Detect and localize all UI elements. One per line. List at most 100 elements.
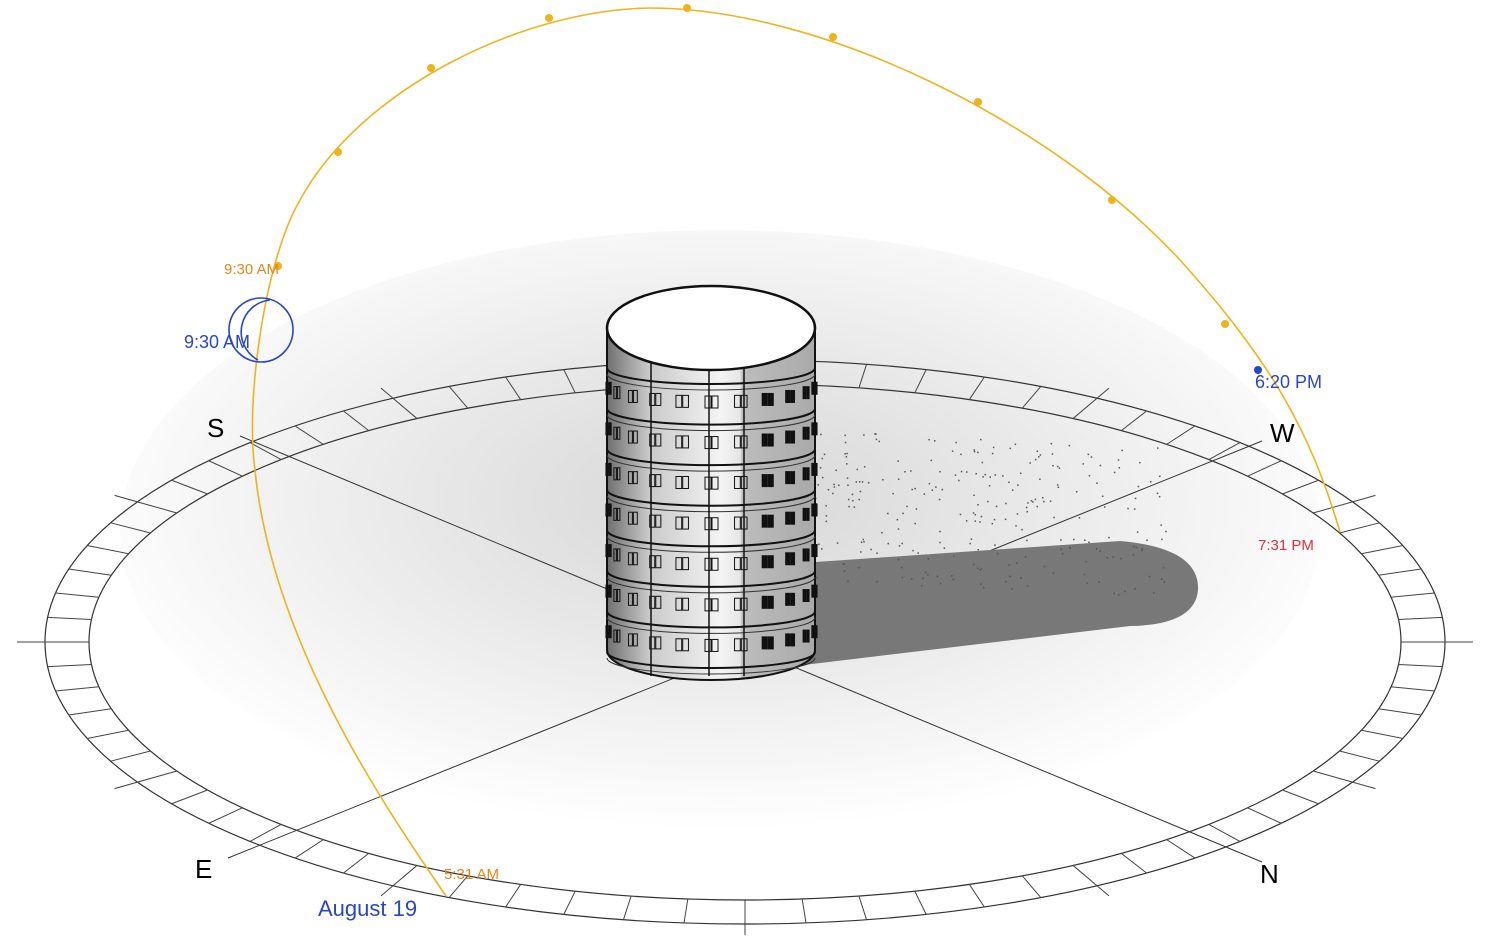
shadow-speckle <box>972 563 975 566</box>
shadow-speckle <box>1139 461 1141 464</box>
compass-tick <box>55 592 100 598</box>
shadow-speckle <box>1026 539 1028 542</box>
compass-north-label: N <box>1260 859 1279 889</box>
shadow-speckle <box>974 520 977 522</box>
window <box>790 511 796 525</box>
compass-tick <box>1282 789 1319 805</box>
window <box>802 507 807 521</box>
shadow-speckle <box>935 486 937 488</box>
shadow-speckle <box>952 578 955 581</box>
compass-tick <box>1166 839 1196 859</box>
window <box>616 507 621 521</box>
shadow-speckle <box>1137 485 1140 488</box>
shadow-speckle <box>901 576 904 579</box>
shadow-speckle <box>928 438 930 441</box>
window <box>675 516 683 530</box>
window <box>649 392 656 406</box>
window <box>814 381 818 395</box>
window <box>605 503 609 517</box>
shadow-speckle <box>1106 557 1109 559</box>
window <box>785 633 791 647</box>
shadow-speckle <box>858 498 860 501</box>
compass-tick <box>1208 823 1241 842</box>
shadow-speckle <box>955 441 957 444</box>
compass-tick <box>448 875 469 898</box>
compass-tick <box>1339 750 1380 762</box>
compass-tick <box>1361 545 1403 555</box>
window <box>711 557 719 571</box>
shadow-speckle <box>965 520 968 522</box>
compass-tick <box>1378 568 1422 576</box>
tower-floors <box>605 360 818 676</box>
window <box>767 514 774 528</box>
shadow-speckle <box>982 476 984 478</box>
window <box>802 467 807 481</box>
shadow-speckle <box>1148 575 1151 578</box>
shadow-speckle <box>951 450 954 452</box>
window <box>627 471 633 485</box>
compass-south-label: S <box>207 413 225 443</box>
shadow-speckle <box>875 438 878 441</box>
window <box>785 592 791 606</box>
shadow-speckle <box>936 575 939 578</box>
shadow-speckle <box>1005 580 1007 583</box>
floor-band-inner <box>606 373 816 391</box>
window <box>806 629 810 643</box>
window <box>616 386 621 400</box>
shadow-speckle <box>1016 562 1018 564</box>
shadow-speckle <box>992 446 995 449</box>
window <box>761 555 768 569</box>
shadow-speckle <box>1004 518 1007 521</box>
shadow-speckle <box>953 555 955 558</box>
window <box>675 638 683 652</box>
compass-tick <box>87 729 129 739</box>
shadow-speckle <box>1159 475 1161 478</box>
shadow-speckle <box>1015 525 1017 527</box>
shadow-speckle <box>984 473 986 476</box>
shadow-speckle <box>1160 524 1162 526</box>
shadow-speckle <box>930 459 933 462</box>
shadow-speckle <box>996 552 999 555</box>
window <box>711 517 719 531</box>
window <box>613 629 617 643</box>
window <box>704 436 712 450</box>
shadow-speckle <box>1087 453 1090 456</box>
shadow-speckle <box>1113 592 1115 595</box>
shadow-speckle <box>1034 458 1037 461</box>
shadow-speckle <box>958 479 960 482</box>
shadow-speckle <box>1073 538 1075 541</box>
compass-tick <box>1390 592 1435 598</box>
compass-tick <box>1120 852 1147 874</box>
shadow-speckle <box>852 499 854 502</box>
shadow-speckle <box>939 541 941 544</box>
window <box>704 598 712 612</box>
shadow-speckle <box>1060 539 1062 541</box>
shadow-speckle <box>938 498 941 501</box>
shadow-speckle <box>1014 443 1017 446</box>
compass-tick <box>208 807 243 824</box>
shadow-speckle <box>1127 507 1129 510</box>
window <box>734 516 741 530</box>
shadow-speckle <box>1134 497 1137 500</box>
compass-tick <box>914 890 927 915</box>
window <box>811 422 815 436</box>
shadow-speckle <box>876 552 878 554</box>
current-time-blue-label: 9:30 AM <box>184 332 251 352</box>
window <box>767 392 774 406</box>
shadow-speckle <box>1038 456 1040 458</box>
shadow-speckle <box>846 452 848 455</box>
shadow-speckle <box>882 478 884 481</box>
window <box>613 589 617 603</box>
window <box>711 598 719 612</box>
shadow-speckle <box>983 586 985 589</box>
window <box>806 386 810 400</box>
compass-tick <box>858 364 868 389</box>
shadow-speckle <box>902 512 904 515</box>
shadow-speckle <box>881 531 883 534</box>
shadow-speckle <box>1039 454 1042 456</box>
window <box>608 584 612 598</box>
shadow-speckle <box>1141 549 1143 552</box>
window <box>761 595 768 609</box>
window <box>806 589 810 603</box>
compass-tick <box>1072 865 1110 897</box>
